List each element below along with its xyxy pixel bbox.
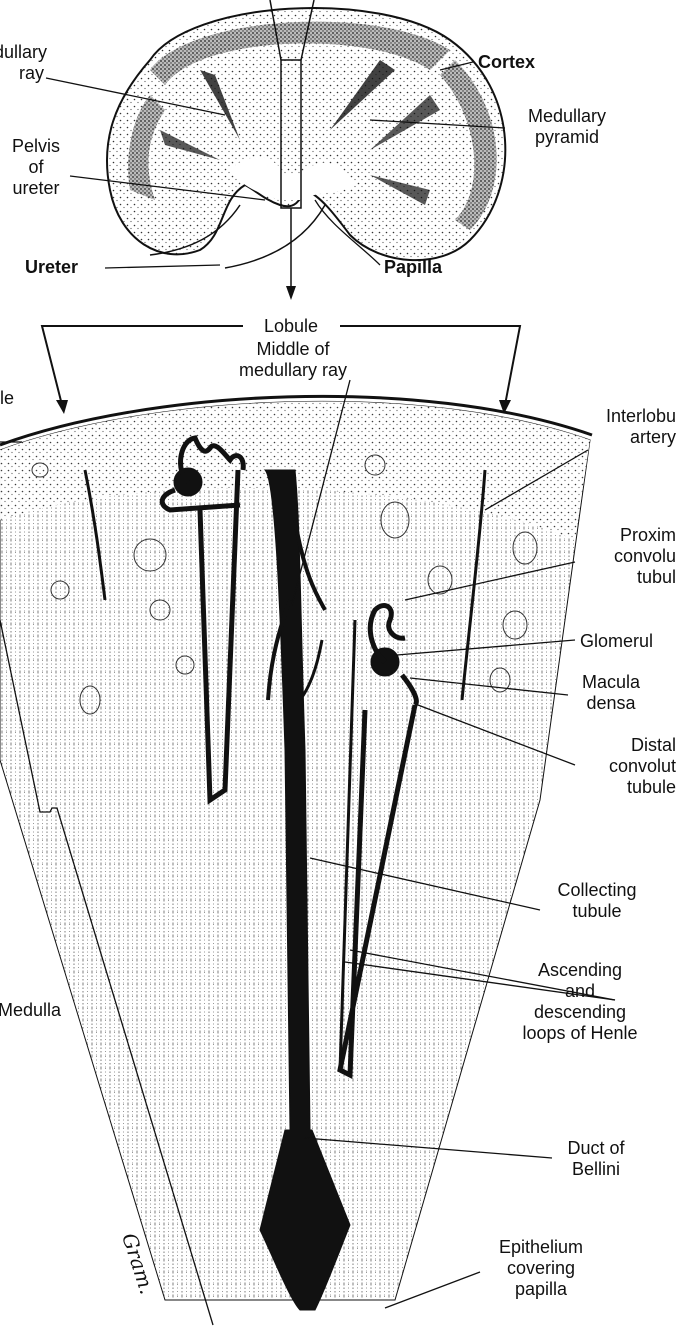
label-medulla: Medulla <box>0 1000 61 1021</box>
label-ureter: Ureter <box>25 257 78 278</box>
label-proximal-convoluted-tubule: Proxim convolu tubul <box>576 525 676 588</box>
label-pelvis-of-ureter: Pelvis of ureter <box>0 136 72 199</box>
label-medullary-pyramid: Medullary pyramid <box>505 106 629 148</box>
label-duct-of-bellini: Duct of Bellini <box>552 1138 640 1180</box>
label-loops-of-henle: Ascending and descending loops of Henle <box>496 960 664 1044</box>
label-cortex: Cortex <box>478 52 535 73</box>
label-glomerulus: Glomerul <box>580 631 653 652</box>
label-collecting-tubule: Collecting tubule <box>540 880 654 922</box>
label-distal-convoluted-tubule: Distal convolut tubule <box>570 735 676 798</box>
label-interlobular-artery: Interlobu artery <box>560 406 676 448</box>
label-macula-densa: Macula densa <box>566 672 656 714</box>
label-middle-of-medullary-ray: Middle of medullary ray <box>226 339 360 381</box>
label-epithelium-covering-papilla: Epithelium covering papilla <box>478 1237 604 1300</box>
label-capsule: le <box>0 388 14 409</box>
label-lobule: Lobule <box>243 316 339 337</box>
label-papilla: Papilla <box>384 257 442 278</box>
kidney-section <box>107 0 505 300</box>
label-medullary-ray: dullary ray <box>0 42 44 84</box>
